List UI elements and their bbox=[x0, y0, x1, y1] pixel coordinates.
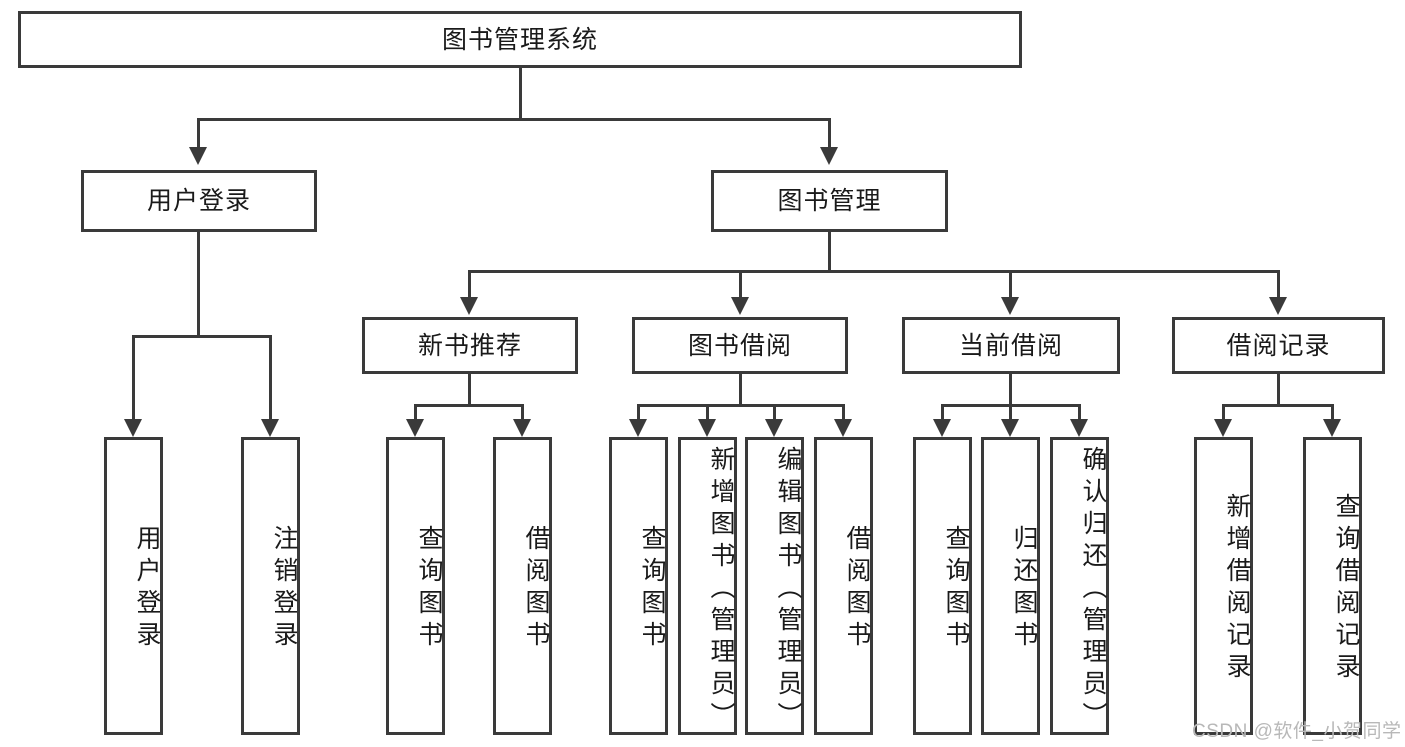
arrow-borrow-record-to-leaf-1 bbox=[1214, 419, 1232, 437]
leaf-user-login-login[interactable]: 用户登录 bbox=[104, 437, 163, 735]
node-label: 查询图书 bbox=[942, 525, 970, 653]
node-current-borrow[interactable]: 当前借阅 bbox=[902, 317, 1120, 374]
node-label: 用户登录 bbox=[146, 187, 251, 215]
arrow-current-borrow-to-leaf-1 bbox=[933, 419, 951, 437]
connector-borrow-record-to-leaf-2 bbox=[1331, 404, 1334, 420]
arrow-current-borrow-to-leaf-2 bbox=[1001, 419, 1019, 437]
node-user-login[interactable]: 用户登录 bbox=[81, 170, 317, 232]
arrow-root-to-book-mgmt bbox=[820, 147, 838, 165]
node-label: 当前借阅 bbox=[958, 331, 1063, 360]
connector-current-borrow-stem bbox=[1009, 374, 1012, 406]
connector-book-mgmt-to-current-borrow bbox=[1009, 270, 1012, 298]
csdn-watermark: CSDN @软件_小贺同学 bbox=[1192, 721, 1402, 742]
leaf-current-borrow-query[interactable]: 查询图书 bbox=[913, 437, 972, 735]
arrow-borrow-record-to-leaf-2 bbox=[1323, 419, 1341, 437]
node-label: 查询借阅记录 bbox=[1332, 493, 1360, 685]
arrow-new-book-to-leaf-1 bbox=[406, 419, 424, 437]
connector-book-mgmt-to-borrow-record bbox=[1277, 270, 1280, 298]
arrow-book-borrow-to-leaf-3 bbox=[765, 419, 783, 437]
connector-current-borrow-to-leaf-3 bbox=[1078, 404, 1081, 420]
connector-book-borrow-to-leaf-3 bbox=[773, 404, 776, 420]
node-label: 借阅图书 bbox=[843, 525, 871, 653]
node-label: 图书管理 bbox=[777, 187, 882, 215]
node-label: 借阅图书 bbox=[522, 525, 550, 653]
arrow-new-book-to-leaf-2 bbox=[513, 419, 531, 437]
node-label: 用户登录 bbox=[133, 525, 161, 653]
node-label: 编辑图书（管理员） bbox=[774, 446, 802, 734]
connector-new-book-stem bbox=[468, 374, 471, 406]
connector-current-borrow-to-leaf-2 bbox=[1009, 404, 1012, 420]
connector-root-bus bbox=[197, 118, 831, 121]
connector-book-borrow-to-leaf-2 bbox=[706, 404, 709, 420]
leaf-new-book-query[interactable]: 查询图书 bbox=[386, 437, 445, 735]
connector-book-borrow-bus bbox=[637, 404, 845, 407]
leaf-borrow-record-query[interactable]: 查询借阅记录 bbox=[1303, 437, 1362, 735]
leaf-current-borrow-confirm[interactable]: 确认归还（管理员） bbox=[1050, 437, 1109, 735]
arrow-book-borrow-to-leaf-2 bbox=[698, 419, 716, 437]
arrow-book-borrow-to-leaf-1 bbox=[629, 419, 647, 437]
arrow-user-login-to-leaf-1 bbox=[124, 419, 142, 437]
node-label: 新书推荐 bbox=[417, 331, 522, 360]
arrow-book-mgmt-to-new-book bbox=[460, 297, 478, 315]
leaf-book-borrow-edit[interactable]: 编辑图书（管理员） bbox=[745, 437, 804, 735]
connector-borrow-record-to-leaf-1 bbox=[1222, 404, 1225, 420]
connector-book-mgmt-to-new-book bbox=[468, 270, 471, 298]
node-label: 图书管理系统 bbox=[441, 25, 598, 54]
node-label: 图书借阅 bbox=[687, 331, 792, 360]
leaf-borrow-record-add[interactable]: 新增借阅记录 bbox=[1194, 437, 1253, 735]
connector-borrow-record-stem bbox=[1277, 374, 1280, 406]
node-label: 新增图书（管理员） bbox=[707, 446, 735, 734]
connector-book-mgmt-bus bbox=[468, 270, 1280, 273]
connector-root-stem bbox=[519, 68, 522, 118]
connector-new-book-bus bbox=[414, 404, 524, 407]
connector-current-borrow-to-leaf-1 bbox=[941, 404, 944, 420]
node-label: 确认归还（管理员） bbox=[1079, 446, 1107, 734]
connector-user-login-to-leaf-2 bbox=[269, 335, 272, 420]
leaf-new-book-borrow[interactable]: 借阅图书 bbox=[493, 437, 552, 735]
arrow-current-borrow-to-leaf-3 bbox=[1070, 419, 1088, 437]
connector-book-mgmt-to-book-borrow bbox=[739, 270, 742, 298]
leaf-book-borrow-query[interactable]: 查询图书 bbox=[609, 437, 668, 735]
connector-book-borrow-to-leaf-4 bbox=[842, 404, 845, 420]
connector-book-borrow-stem bbox=[739, 374, 742, 406]
connector-user-login-stem bbox=[197, 232, 200, 337]
arrow-book-mgmt-to-borrow-record bbox=[1269, 297, 1287, 315]
connector-user-login-bus bbox=[132, 335, 272, 338]
node-new-book-recommend[interactable]: 新书推荐 bbox=[362, 317, 578, 374]
node-label: 归还图书 bbox=[1010, 525, 1038, 653]
node-root-system[interactable]: 图书管理系统 bbox=[18, 11, 1022, 68]
node-label: 注销登录 bbox=[270, 525, 298, 653]
connector-borrow-record-bus bbox=[1222, 404, 1334, 407]
leaf-current-borrow-return[interactable]: 归还图书 bbox=[981, 437, 1040, 735]
connector-new-book-to-leaf-2 bbox=[521, 404, 524, 420]
connector-root-to-book-mgmt bbox=[828, 118, 831, 148]
node-label: 查询图书 bbox=[415, 525, 443, 653]
arrow-root-to-user-login bbox=[189, 147, 207, 165]
leaf-book-borrow-add[interactable]: 新增图书（管理员） bbox=[678, 437, 737, 735]
connector-book-borrow-to-leaf-1 bbox=[637, 404, 640, 420]
arrow-book-mgmt-to-book-borrow bbox=[731, 297, 749, 315]
connector-new-book-to-leaf-1 bbox=[414, 404, 417, 420]
connector-root-to-user-login bbox=[197, 118, 200, 148]
node-book-management[interactable]: 图书管理 bbox=[711, 170, 948, 232]
node-label: 查询图书 bbox=[638, 525, 666, 653]
connector-user-login-to-leaf-1 bbox=[132, 335, 135, 420]
connector-book-mgmt-stem bbox=[828, 232, 831, 272]
node-label: 新增借阅记录 bbox=[1223, 493, 1251, 685]
leaf-user-login-logout[interactable]: 注销登录 bbox=[241, 437, 300, 735]
node-label: 借阅记录 bbox=[1226, 331, 1331, 360]
node-borrow-record[interactable]: 借阅记录 bbox=[1172, 317, 1385, 374]
arrow-book-borrow-to-leaf-4 bbox=[834, 419, 852, 437]
leaf-book-borrow-borrow[interactable]: 借阅图书 bbox=[814, 437, 873, 735]
arrow-user-login-to-leaf-2 bbox=[261, 419, 279, 437]
arrow-book-mgmt-to-current-borrow bbox=[1001, 297, 1019, 315]
node-book-borrow[interactable]: 图书借阅 bbox=[632, 317, 848, 374]
